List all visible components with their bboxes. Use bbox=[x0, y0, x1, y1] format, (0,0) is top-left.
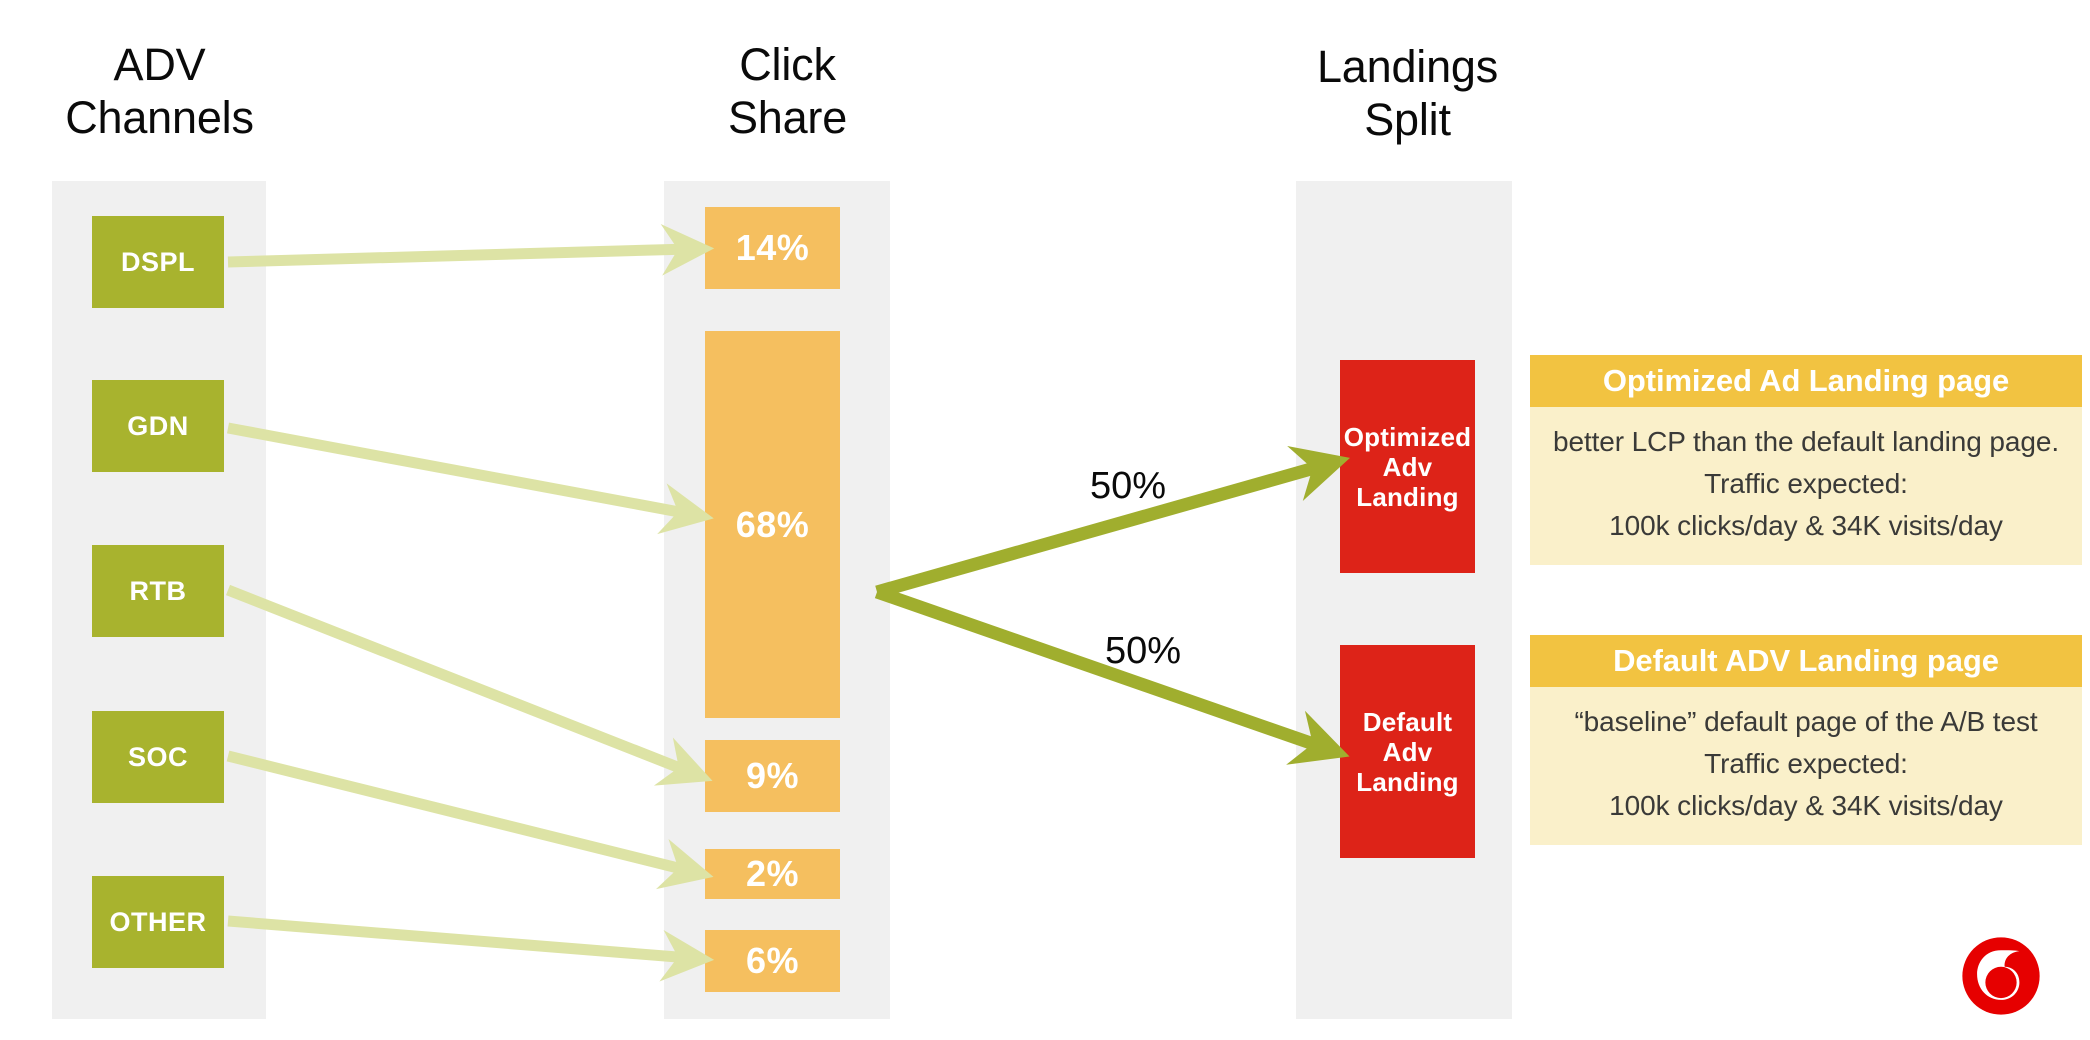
info-card-default-title: Default ADV Landing page bbox=[1530, 635, 2082, 687]
click-share-other[interactable]: 6% bbox=[705, 930, 840, 992]
split-label-optimized: 50% bbox=[1090, 465, 1167, 507]
arrow-gdn-to-68 bbox=[226, 422, 714, 535]
band-landings-split bbox=[1296, 181, 1512, 1019]
arrow-rtb-to-9 bbox=[225, 584, 713, 786]
adv-channel-soc[interactable]: SOC bbox=[92, 711, 224, 803]
column-header-landings-split: Landings Split bbox=[1316, 41, 1499, 145]
click-share-gdn[interactable]: 68% bbox=[705, 331, 840, 718]
info-card-optimized: Optimized Ad Landing page better LCP tha… bbox=[1530, 355, 2082, 565]
adv-channel-rtb[interactable]: RTB bbox=[92, 545, 224, 637]
split-label-default: 50% bbox=[1105, 630, 1182, 672]
adv-channel-gdn[interactable]: GDN bbox=[92, 380, 224, 472]
click-share-rtb[interactable]: 9% bbox=[705, 740, 840, 812]
arrow-other-to-6 bbox=[227, 915, 715, 982]
vodafone-logo bbox=[1962, 937, 2040, 1015]
arrow-split-to-default bbox=[874, 585, 1350, 765]
landing-optimized-adv[interactable]: Optimized Adv Landing bbox=[1340, 360, 1475, 573]
arrow-soc-to-2 bbox=[226, 750, 714, 890]
landing-default-adv[interactable]: Default Adv Landing bbox=[1340, 645, 1475, 858]
adv-channel-dspl[interactable]: DSPL bbox=[92, 216, 224, 308]
info-card-default: Default ADV Landing page “baseline” defa… bbox=[1530, 635, 2082, 845]
click-share-dspl[interactable]: 14% bbox=[705, 207, 840, 289]
info-card-optimized-body: better LCP than the default landing page… bbox=[1530, 407, 2082, 565]
adv-channel-other[interactable]: OTHER bbox=[92, 876, 224, 968]
info-card-default-body: “baseline” default page of the A/B test … bbox=[1530, 687, 2082, 845]
info-card-optimized-title: Optimized Ad Landing page bbox=[1530, 355, 2082, 407]
column-header-adv-channels: ADV Channels bbox=[65, 39, 254, 143]
arrow-dspl-to-14 bbox=[227, 223, 715, 276]
column-header-click-share: Click Share bbox=[727, 39, 848, 143]
click-share-soc[interactable]: 2% bbox=[705, 849, 840, 899]
